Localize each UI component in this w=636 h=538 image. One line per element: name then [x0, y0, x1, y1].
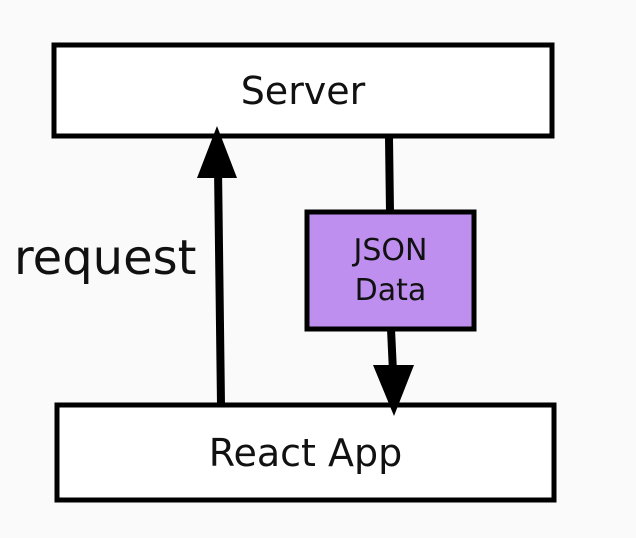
json-arrow-shaft-top	[385, 137, 394, 213]
request-arrow-shaft	[214, 167, 225, 406]
react-app-box	[54, 402, 557, 503]
server-label: Server	[240, 68, 366, 113]
react-app-label: React App	[208, 430, 403, 475]
json-arrowhead	[373, 365, 414, 416]
request-arrowhead	[197, 126, 237, 178]
json-data-label-line2: Data	[354, 272, 427, 308]
json-data-box	[304, 209, 477, 332]
server-box	[51, 42, 555, 139]
json-data-label: JSON Data	[309, 214, 472, 327]
json-arrow-shaft-bottom	[387, 328, 397, 373]
json-data-label-line1: JSON	[353, 232, 428, 268]
request-label: request	[14, 230, 197, 286]
